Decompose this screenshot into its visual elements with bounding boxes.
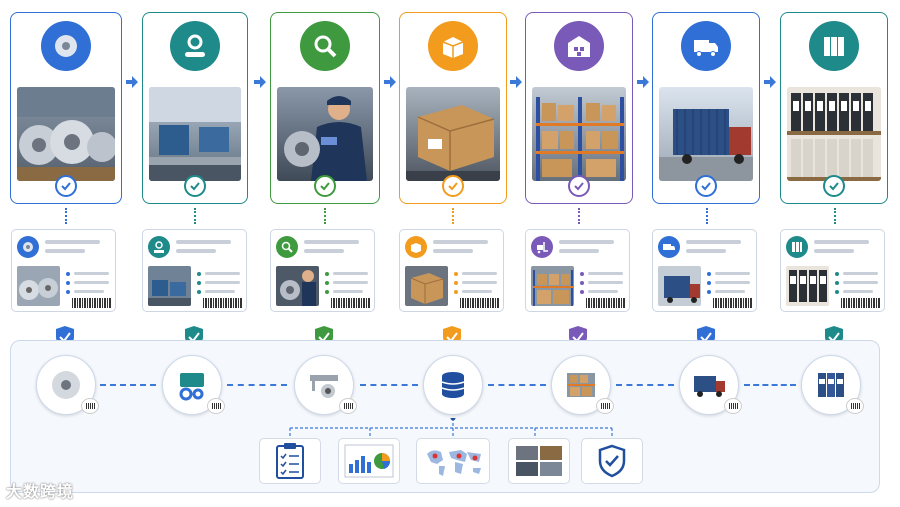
box-packing-icon xyxy=(405,236,427,258)
arrow-right-icon xyxy=(254,76,266,88)
shipping-container-truck-photo xyxy=(659,87,753,181)
barcode xyxy=(460,298,500,308)
truck-icon xyxy=(658,236,680,258)
check-icon xyxy=(568,175,590,197)
steel-coil-icon xyxy=(41,21,91,71)
dotted-connector xyxy=(65,208,69,224)
trace-node-machine-gears xyxy=(162,355,225,415)
binders-archive-icon xyxy=(786,236,808,258)
magnifier-inspection-icon xyxy=(300,21,350,71)
stage-warehousing xyxy=(525,12,633,204)
trace-node-database xyxy=(423,355,483,415)
stage-shipping xyxy=(652,12,760,204)
production-line-thumbnail xyxy=(148,266,191,306)
worker-inspection-photo xyxy=(277,87,373,181)
clipboard-checklist-icon xyxy=(259,438,321,484)
barcode-icon xyxy=(339,398,357,414)
inspection-thumbnail xyxy=(276,266,319,306)
barcode xyxy=(841,298,881,308)
dotted-connector xyxy=(706,208,710,224)
barcode xyxy=(586,298,626,308)
archive-binders-photo xyxy=(787,87,881,181)
dashed-arrow xyxy=(616,384,674,388)
barcode xyxy=(713,298,753,308)
conveyor-gear-icon xyxy=(170,21,220,71)
magnifier-inspection-icon xyxy=(276,236,298,258)
record-card-production xyxy=(142,229,247,312)
warehouse-icon xyxy=(554,21,604,71)
arrow-right-icon xyxy=(764,76,776,88)
trace-node-container-truck xyxy=(679,355,742,415)
stage-archive xyxy=(780,12,888,204)
trace-node-warehouse-shelves xyxy=(551,355,614,415)
photo-gallery-icon xyxy=(508,438,570,484)
trace-node-caliper-bearing xyxy=(294,355,357,415)
dashed-arrow xyxy=(227,384,287,388)
shelves-thumbnail xyxy=(531,266,574,306)
database-connector-lines xyxy=(289,418,613,440)
binders-thumbnail xyxy=(786,266,829,306)
dashed-arrow xyxy=(360,384,418,388)
container-thumbnail xyxy=(658,266,701,306)
barcode xyxy=(203,298,243,308)
barcode-icon xyxy=(846,398,864,414)
stage-packing xyxy=(399,12,507,204)
record-card-inspection xyxy=(270,229,375,312)
steel-coils-warehouse-photo xyxy=(17,87,115,181)
warehouse-shelves-photo xyxy=(532,87,626,181)
barcode-icon xyxy=(724,398,742,414)
arrow-right-icon xyxy=(126,76,138,88)
check-icon xyxy=(695,175,717,197)
check-icon xyxy=(314,175,336,197)
dashed-arrow xyxy=(488,384,546,388)
dotted-connector xyxy=(834,208,838,224)
barcode-icon xyxy=(207,398,225,414)
record-card-warehousing xyxy=(525,229,630,312)
forklift-icon xyxy=(531,236,553,258)
security-shield-icon xyxy=(581,438,643,484)
barcode xyxy=(331,298,371,308)
steel-coil-icon xyxy=(17,236,39,258)
check-icon xyxy=(55,175,77,197)
barcode xyxy=(72,298,112,308)
analytics-dashboard-icon xyxy=(338,438,400,484)
check-icon xyxy=(823,175,845,197)
barcode-icon xyxy=(81,398,99,414)
steel-coils-thumbnail xyxy=(17,266,60,306)
production-line-photo xyxy=(149,87,241,181)
box-packing-icon xyxy=(428,21,478,71)
cardboard-box-conveyor-photo xyxy=(406,87,500,181)
dashed-arrow xyxy=(100,384,156,388)
arrow-right-icon xyxy=(637,76,649,88)
arrow-right-icon xyxy=(510,76,522,88)
truck-icon xyxy=(681,21,731,71)
watermark: 大数跨境 xyxy=(6,484,75,501)
conveyor-gear-icon xyxy=(148,236,170,258)
stage-inspection xyxy=(270,12,380,204)
binders-archive-icon xyxy=(809,21,859,71)
stage-production xyxy=(142,12,248,204)
record-card-archive xyxy=(780,229,885,312)
box-thumbnail xyxy=(405,266,448,306)
record-card-packing xyxy=(399,229,504,312)
dotted-connector xyxy=(194,208,198,224)
dotted-connector xyxy=(578,208,582,224)
trace-node-steel-coil xyxy=(36,355,99,415)
dotted-connector xyxy=(452,208,456,224)
world-map-icon xyxy=(416,438,490,484)
arrow-right-icon xyxy=(384,76,396,88)
check-icon xyxy=(184,175,206,197)
record-card-shipping xyxy=(652,229,757,312)
check-icon xyxy=(442,175,464,197)
record-card-raw-material xyxy=(11,229,116,312)
dashed-arrow xyxy=(744,384,796,388)
dotted-connector xyxy=(324,208,328,224)
trace-node-binders xyxy=(801,355,864,415)
stage-raw-material xyxy=(10,12,122,204)
barcode-icon xyxy=(596,398,614,414)
